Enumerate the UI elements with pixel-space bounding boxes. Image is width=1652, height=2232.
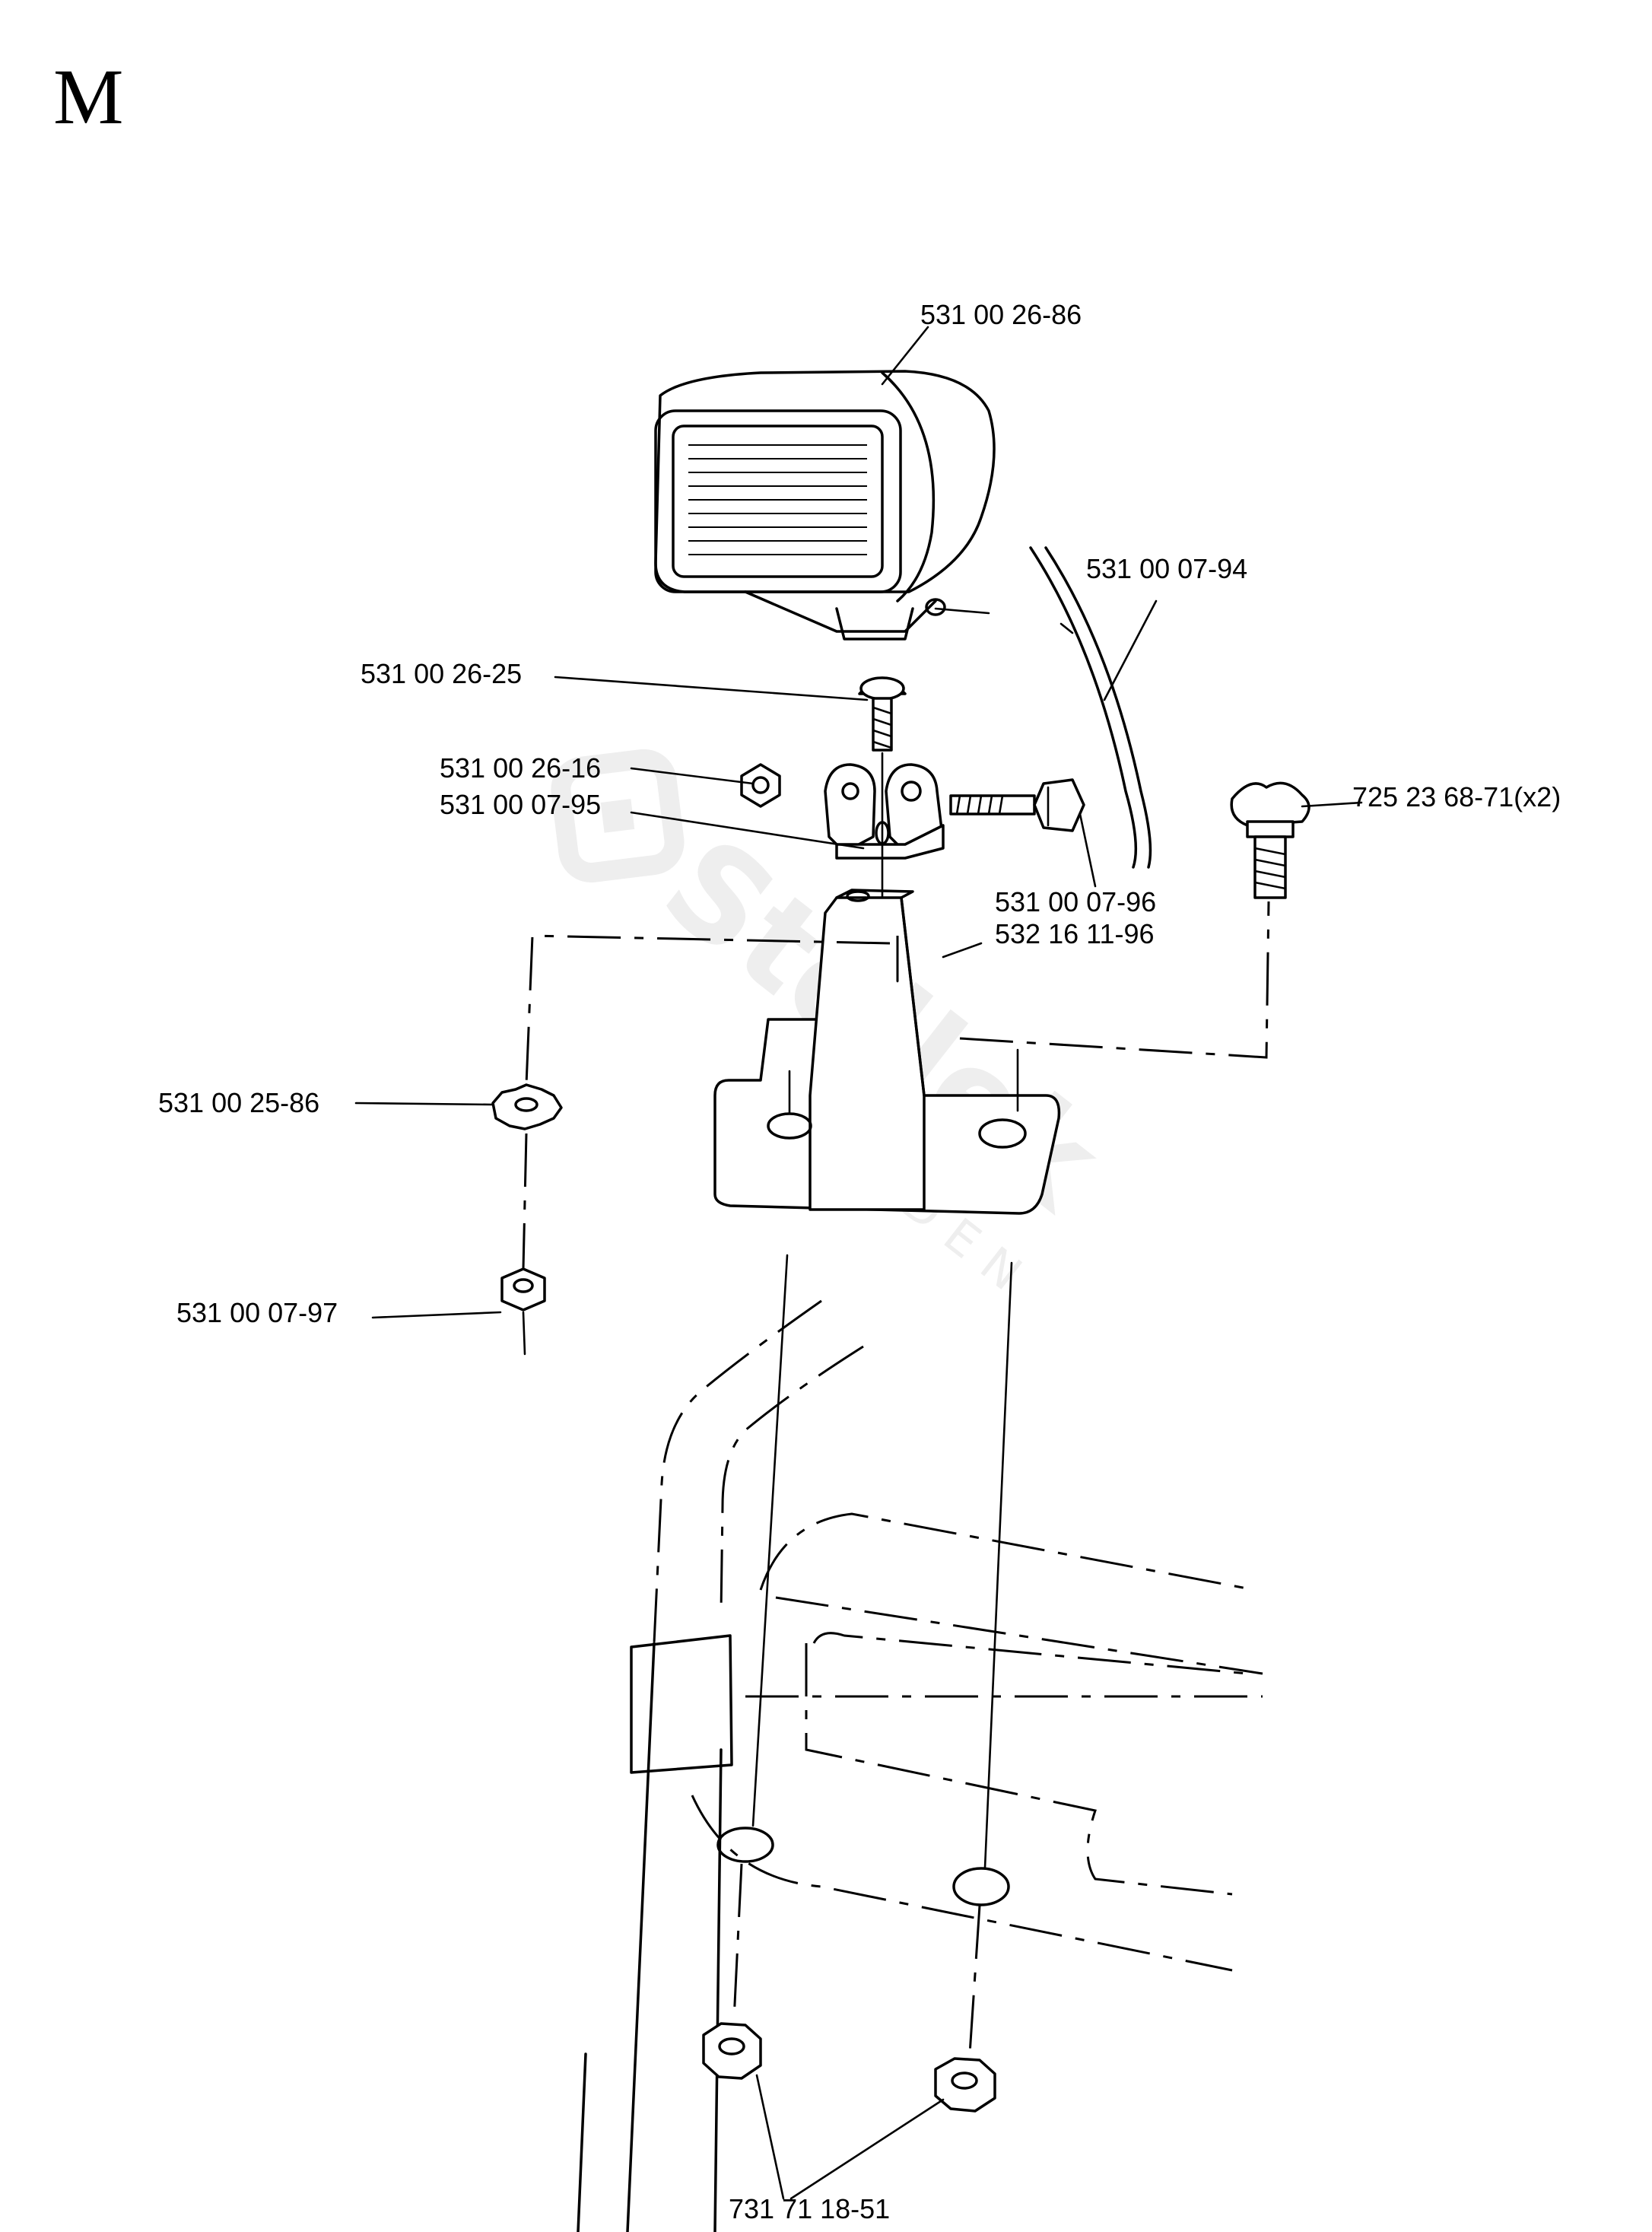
knob-bolt-drawing xyxy=(1230,781,1310,899)
label-lock-nut: 531 00 26-16 xyxy=(440,752,601,784)
carriage-bolt-drawing xyxy=(858,676,907,752)
label-lamp: 531 00 26-86 xyxy=(920,299,1082,330)
flange-nuts-drawing xyxy=(702,2022,996,2113)
part-labels: 531 00 26-86 531 00 07-94 531 00 26-25 5… xyxy=(158,299,1561,2224)
label-hex-nut: 531 00 07-97 xyxy=(176,1297,338,1328)
label-bracket: 531 00 07-95 xyxy=(440,789,601,820)
bracket-assembly-drawing xyxy=(740,752,1085,914)
label-carriage-bolt: 531 00 26-25 xyxy=(361,658,522,689)
page-letter: M xyxy=(53,53,123,141)
label-knob-bolt: 725 23 68-71(x2) xyxy=(1352,781,1561,812)
label-cable: 531 00 07-94 xyxy=(1086,553,1247,584)
assembly-lines xyxy=(522,901,1270,2055)
label-hex-bolt: 531 00 07-96 xyxy=(995,886,1156,917)
lamp-grille xyxy=(688,444,867,555)
label-serrated-washer: 531 00 25-86 xyxy=(158,1087,319,1118)
label-lamp-stand: 532 16 11-96 xyxy=(995,918,1155,949)
washer-nut-drawing xyxy=(491,1083,563,1312)
lamp-stand-drawing xyxy=(713,889,1061,1215)
frame-drawing xyxy=(577,1299,1263,2232)
cable-drawing xyxy=(1029,546,1152,869)
label-flange-nut: 731 71 18-51 xyxy=(729,2193,890,2224)
watermark-logo-icon xyxy=(551,749,685,883)
lamp-drawing xyxy=(654,370,996,641)
leader-lines xyxy=(354,326,1363,2200)
